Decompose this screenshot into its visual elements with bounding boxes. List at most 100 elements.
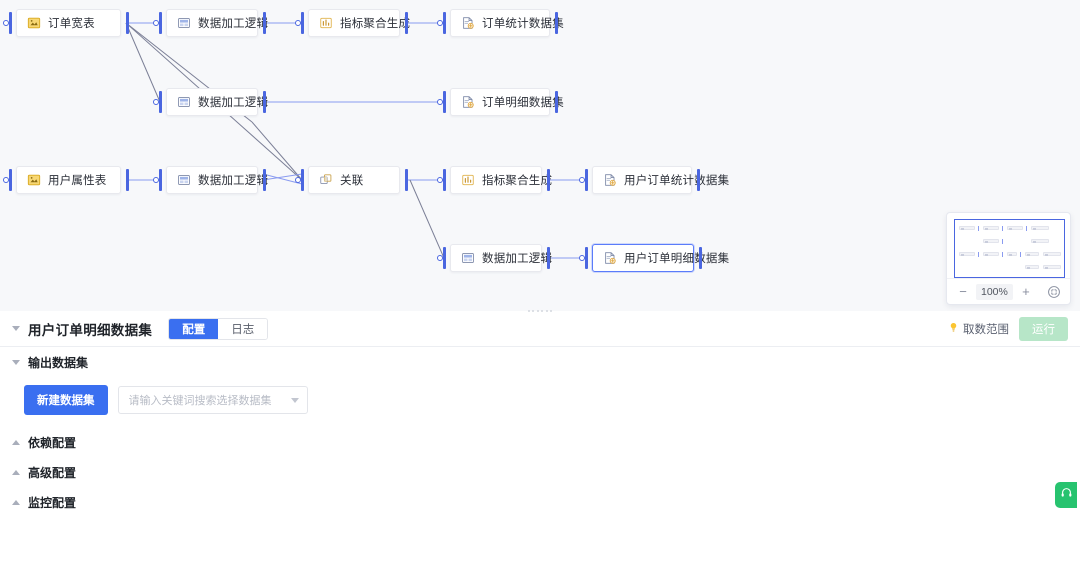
node-input-port[interactable]	[295, 12, 304, 34]
panel-tabs[interactable]: 配置 日志	[168, 317, 269, 340]
node-output-port[interactable]	[263, 169, 266, 191]
section-title-advanced: 高级配置	[28, 465, 77, 480]
node-label: 指标聚合生成	[482, 175, 553, 187]
canvas-node[interactable]: 订单统计数据集	[450, 9, 564, 37]
canvas-node[interactable]: 数据加工逻辑	[166, 166, 268, 194]
node-output-port[interactable]	[555, 12, 558, 34]
section-title-output: 输出数据集	[28, 355, 89, 370]
dataset-icon	[463, 96, 474, 108]
collapse-panel-icon[interactable]	[12, 326, 20, 331]
node-output-port[interactable]	[555, 91, 558, 113]
tab-config[interactable]: 配置	[169, 318, 219, 339]
section-header-dependency[interactable]: 依赖配置	[0, 427, 1080, 457]
page-title: 用户订单明细数据集	[28, 322, 153, 338]
config-panel-header: 用户订单明细数据集 配置 日志 取数范围 运行	[0, 311, 1080, 347]
dataset-select-placeholder: 请输入关键词搜索选择数据集	[128, 395, 272, 407]
node-input-port[interactable]	[437, 12, 446, 34]
pipeline-canvas[interactable]: 订单宽表数据加工逻辑指标聚合生成订单统计数据集数据加工逻辑订单明细数据集用户属性…	[0, 0, 1080, 311]
chevron-down-icon	[290, 398, 299, 403]
section-header-advanced[interactable]: 高级配置	[0, 457, 1080, 487]
node-label: 数据加工逻辑	[198, 175, 269, 187]
node-input-port[interactable]	[153, 169, 162, 191]
node-label: 订单统计数据集	[482, 18, 564, 30]
canvas-node[interactable]: 数据加工逻辑	[166, 9, 268, 37]
node-input-port[interactable]	[437, 91, 446, 113]
drag-grip-icon	[527, 310, 553, 312]
table-yellow-icon	[27, 174, 41, 186]
canvas-node[interactable]: 用户属性表	[16, 166, 121, 194]
node-input-port[interactable]	[153, 12, 162, 34]
node-output-port[interactable]	[126, 12, 129, 34]
canvas-node[interactable]: 用户订单明细数据集	[592, 244, 729, 272]
node-input-port[interactable]	[437, 247, 446, 269]
dataset-icon	[463, 17, 474, 29]
section-header-output[interactable]: 输出数据集	[0, 347, 1080, 377]
transform-icon	[178, 18, 190, 28]
node-label: 用户订单明细数据集	[624, 253, 730, 265]
node-label: 订单宽表	[48, 18, 95, 30]
zoom-controls[interactable]: − 100% +	[947, 278, 1070, 304]
node-output-port[interactable]	[405, 169, 408, 191]
node-label: 用户属性表	[48, 175, 107, 187]
canvas-node[interactable]: 数据加工逻辑	[450, 244, 552, 272]
table-yellow-icon	[27, 17, 41, 29]
canvas-node[interactable]: 指标聚合生成	[308, 9, 410, 37]
node-input-port[interactable]	[579, 247, 588, 269]
minimap-viewport[interactable]	[954, 219, 1065, 278]
section-header-monitor[interactable]: 监控配置	[0, 487, 1080, 517]
node-label: 指标聚合生成	[340, 18, 411, 30]
chevron-up-icon[interactable]	[12, 469, 20, 475]
section-body-output: 新建数据集 请输入关键词搜索选择数据集	[0, 377, 1080, 427]
node-label: 用户订单统计数据集	[624, 175, 730, 187]
node-output-port[interactable]	[697, 169, 700, 191]
minimap-panel[interactable]: − 100% +	[946, 212, 1071, 305]
node-output-port[interactable]	[263, 91, 266, 113]
node-label: 关联	[340, 175, 364, 187]
node-output-port[interactable]	[547, 169, 550, 191]
node-output-port[interactable]	[405, 12, 408, 34]
chevron-down-icon[interactable]	[12, 359, 20, 365]
node-input-port[interactable]	[437, 169, 446, 191]
zoom-out-button[interactable]: −	[959, 284, 967, 299]
transform-icon	[178, 97, 190, 107]
zoom-in-button[interactable]: +	[1022, 284, 1030, 299]
chevron-up-icon[interactable]	[12, 499, 20, 505]
canvas-node[interactable]: 订单明细数据集	[450, 88, 564, 116]
panel-resize-handle[interactable]	[0, 305, 1080, 317]
canvas-node[interactable]: 订单宽表	[16, 9, 121, 37]
node-output-port[interactable]	[547, 247, 550, 269]
node-input-port[interactable]	[3, 169, 12, 191]
metric-icon	[462, 174, 474, 186]
tab-log[interactable]: 日志	[218, 318, 268, 339]
section-title-dependency: 依赖配置	[28, 435, 77, 450]
headset-icon	[1060, 486, 1073, 504]
node-label: 数据加工逻辑	[198, 18, 269, 30]
node-input-port[interactable]	[3, 12, 12, 34]
transform-icon	[178, 175, 190, 185]
node-input-port[interactable]	[579, 169, 588, 191]
support-button[interactable]	[1055, 482, 1077, 508]
transform-icon	[462, 253, 474, 263]
data-scope-button[interactable]: 取数范围	[948, 321, 1009, 337]
zoom-level-label: 100%	[976, 283, 1013, 300]
output-dataset-row: 新建数据集 请输入关键词搜索选择数据集	[24, 385, 1068, 415]
chevron-up-icon[interactable]	[12, 439, 20, 445]
section-title-monitor: 监控配置	[28, 495, 77, 510]
node-input-port[interactable]	[295, 169, 304, 191]
dataset-select[interactable]: 请输入关键词搜索选择数据集	[117, 386, 308, 414]
data-scope-label: 取数范围	[963, 323, 1009, 336]
node-label: 数据加工逻辑	[482, 253, 553, 265]
canvas-node[interactable]: 用户订单统计数据集	[592, 166, 729, 194]
metric-icon	[320, 17, 332, 29]
node-output-port[interactable]	[126, 169, 129, 191]
fit-screen-icon[interactable]	[1047, 285, 1061, 299]
canvas-node[interactable]: 指标聚合生成	[450, 166, 552, 194]
canvas-node[interactable]: 数据加工逻辑	[166, 88, 268, 116]
node-input-port[interactable]	[153, 91, 162, 113]
node-output-port[interactable]	[263, 12, 266, 34]
node-label: 数据加工逻辑	[198, 97, 269, 109]
node-output-port[interactable]	[699, 247, 702, 269]
canvas-node[interactable]: 关联	[308, 166, 400, 194]
run-button[interactable]: 运行	[1019, 316, 1068, 341]
new-dataset-button[interactable]: 新建数据集	[24, 385, 108, 415]
